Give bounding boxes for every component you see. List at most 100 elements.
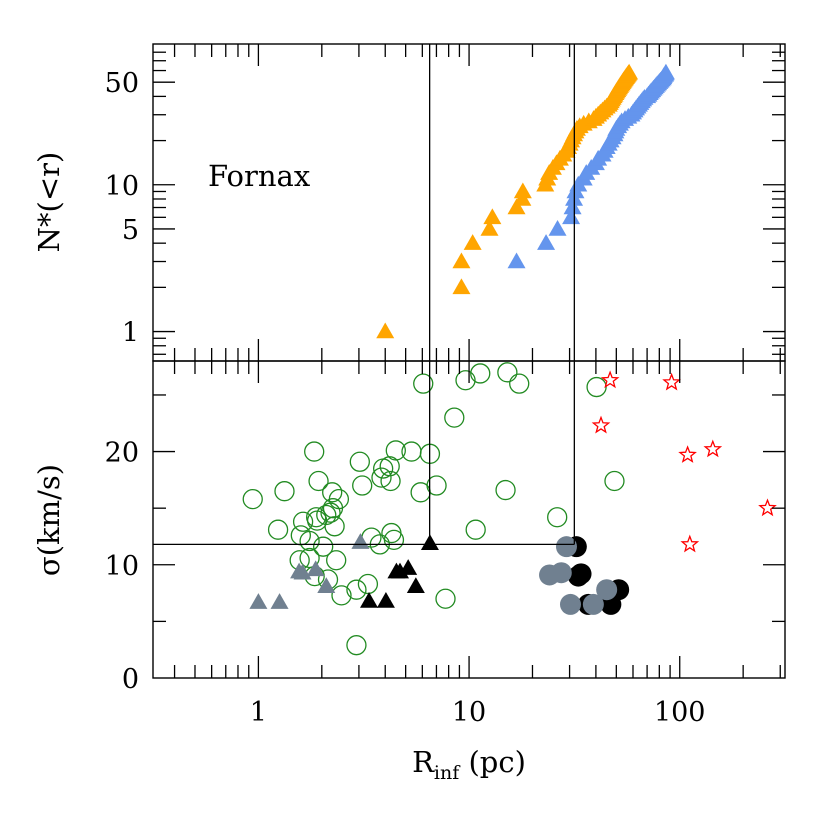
open-circle-point — [495, 479, 516, 501]
bottom-y-tick-label: 20 — [105, 438, 139, 469]
triangle-point — [399, 559, 418, 575]
star-point — [680, 534, 700, 553]
open-circle-point — [322, 498, 344, 519]
open-circle-point — [547, 507, 568, 528]
open-circle-point — [470, 363, 491, 384]
open-circle-point — [313, 536, 334, 557]
star-point — [758, 498, 777, 517]
top-y-tick-label: 10 — [105, 171, 139, 202]
open-circle-point — [465, 519, 486, 540]
triangle-point — [562, 208, 581, 225]
bottom-panel-frame — [152, 360, 786, 679]
open-circle-point — [455, 370, 476, 391]
open-circle-point — [324, 516, 345, 537]
series-open-circle — [242, 362, 625, 656]
series-filled-triangle — [249, 533, 370, 609]
triangle-point — [376, 322, 395, 339]
open-circle-point — [586, 376, 607, 398]
triangle-point — [463, 234, 482, 250]
open-circle-point — [320, 502, 341, 523]
open-circle-point — [413, 373, 434, 394]
triangle-point — [563, 198, 582, 215]
filled-circle-point — [555, 536, 577, 558]
star-point — [591, 415, 611, 434]
open-circle-point — [242, 488, 263, 510]
open-circle-point — [304, 441, 325, 462]
open-circle-point — [326, 550, 347, 571]
open-circle-point — [435, 588, 456, 609]
open-circle-point — [357, 573, 379, 595]
series-open-star — [591, 370, 777, 553]
open-circle-point — [509, 373, 530, 394]
filled-circle-point — [550, 562, 572, 584]
x-tick-label: 100 — [654, 697, 706, 728]
open-circle-point — [371, 467, 392, 488]
triangle-point — [483, 208, 502, 225]
open-circle-point — [292, 511, 314, 532]
triangle-point — [351, 533, 370, 549]
panel-annotation: Fornax — [208, 159, 310, 193]
triangle-point — [548, 219, 567, 236]
open-circle-point — [299, 530, 320, 552]
triangle-point — [507, 252, 526, 269]
triangle-point — [270, 593, 289, 609]
open-circle-point — [349, 451, 370, 472]
triangle-point — [452, 252, 471, 269]
axis-ticks — [153, 44, 785, 678]
series-filled-triangle — [360, 534, 439, 608]
top-y-tick-label: 5 — [122, 215, 139, 246]
open-circle-point — [385, 440, 406, 461]
filled-circle-point — [582, 593, 604, 615]
bottom-y-axis-label: σ(km/s) — [32, 464, 66, 576]
x-tick-label: 10 — [452, 697, 486, 728]
open-circle-point — [346, 579, 367, 600]
open-circle-point — [308, 470, 329, 492]
open-circle-point — [379, 456, 400, 477]
filled-circle-point — [596, 579, 618, 601]
open-circle-point — [426, 475, 447, 496]
open-circle-point — [267, 519, 289, 540]
open-circle-point — [444, 407, 465, 428]
star-point — [703, 439, 723, 458]
top-panel-frame — [152, 43, 786, 362]
triangle-point — [376, 592, 395, 608]
open-circle-point — [380, 470, 401, 492]
triangle-point — [537, 234, 556, 250]
filled-circle-point — [567, 565, 589, 587]
star-point — [678, 445, 697, 463]
open-circle-point — [331, 585, 352, 606]
triangle-point — [306, 560, 325, 577]
triangle-point — [249, 593, 268, 609]
triangle-point — [317, 577, 336, 594]
bottom-y-tick-label: 0 — [122, 664, 139, 695]
triangle-point — [513, 182, 532, 199]
series-filled-circle — [539, 536, 618, 615]
triangle-point — [360, 592, 379, 608]
series-filled-triangle — [376, 63, 639, 339]
triangle-point — [452, 278, 471, 295]
open-circle-point — [604, 470, 625, 492]
reference-lines — [153, 44, 575, 546]
bottom-y-tick-label: 10 — [105, 551, 139, 582]
triangle-point — [480, 219, 499, 236]
x-axis-label: Rinf (pc) — [412, 745, 526, 784]
star-point — [662, 372, 681, 391]
top-y-tick-label: 1 — [122, 318, 139, 349]
star-point — [600, 370, 620, 389]
triangle-point — [656, 63, 675, 80]
triangle-point — [406, 577, 425, 594]
filled-circle-point — [559, 593, 581, 615]
open-circle-point — [497, 362, 518, 383]
top-y-tick-label: 50 — [105, 68, 139, 99]
series-filled-triangle — [507, 63, 675, 269]
open-circle-point — [274, 481, 295, 502]
top-y-axis-label: N*(<r) — [32, 152, 66, 253]
open-circle-point — [290, 525, 311, 546]
open-circle-point — [346, 635, 367, 656]
triangle-point — [620, 63, 639, 80]
open-circle-point — [352, 475, 373, 496]
data-marks — [242, 63, 777, 656]
open-circle-point — [322, 482, 343, 503]
